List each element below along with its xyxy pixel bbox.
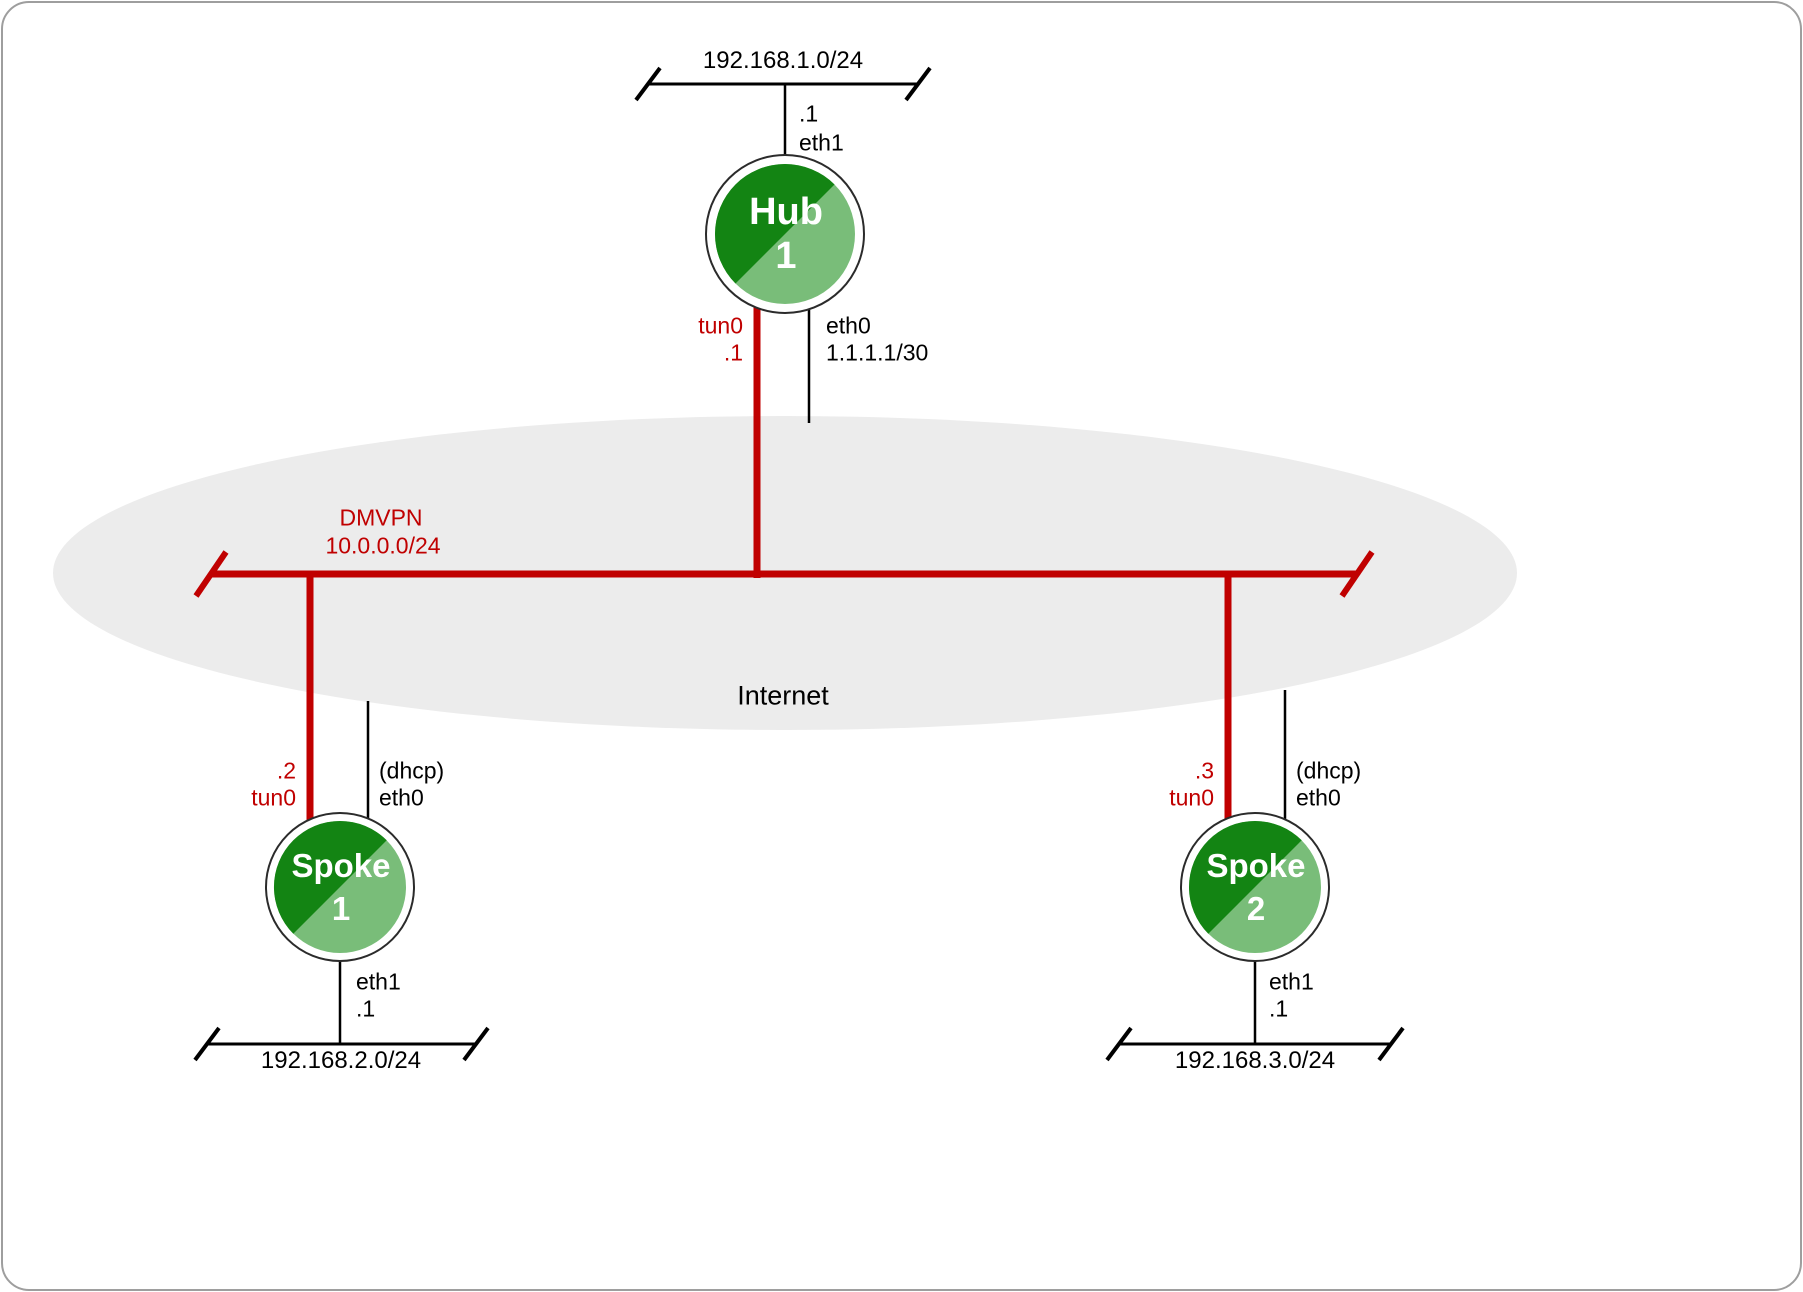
hub1-wan-if-label: eth0 xyxy=(826,312,871,339)
spoke1-name: Spoke xyxy=(291,847,391,884)
spoke1-lan-if-label: eth1 xyxy=(356,968,401,995)
spoke1-wan-ip-label: (dhcp) xyxy=(379,757,445,784)
spoke1-router-icon xyxy=(265,812,415,962)
dmvpn-subnet-label: 10.0.0.0/24 xyxy=(325,532,441,559)
hub1-body-dark xyxy=(714,163,835,284)
hub1-tun-if-label: tun0 xyxy=(698,312,743,339)
lan2-terminator-left-icon xyxy=(193,1026,221,1062)
lan1-terminator-left-icon xyxy=(634,66,662,102)
lan3-subnet-label: 192.168.3.0/24 xyxy=(1174,1047,1336,1074)
spoke2-wan-ip-label: (dhcp) xyxy=(1296,757,1362,784)
internet-label: Internet xyxy=(737,680,829,711)
hub1-number: 1 xyxy=(775,235,797,277)
hub1-lan-ip-label: .1 xyxy=(799,100,819,127)
spoke2-node-label: Spoke 2 xyxy=(1206,844,1305,930)
hub1-lan-if-label: eth1 xyxy=(799,129,844,156)
spoke1-body-dark xyxy=(273,820,387,934)
hub1-wan-ip-label: 1.1.1.1/30 xyxy=(826,339,929,366)
spoke2-name: Spoke xyxy=(1206,847,1306,884)
spoke2-lan-if-label: eth1 xyxy=(1269,968,1314,995)
spoke2-body-dark xyxy=(1189,821,1302,934)
spoke2-router-icon xyxy=(1180,812,1330,962)
dmvpn-terminator-left-icon xyxy=(193,550,229,598)
spoke1-node-label: Spoke 1 xyxy=(291,844,390,930)
hub1-node-label: Hub 1 xyxy=(749,190,823,278)
lan2-subnet-label: 192.168.2.0/24 xyxy=(260,1047,422,1074)
lan3-terminator-left-icon xyxy=(1105,1026,1133,1062)
dmvpn-terminator-right-icon xyxy=(1339,550,1375,598)
spoke1-tun-ip-label: .2 xyxy=(276,757,296,784)
spoke1-tun-if-label: tun0 xyxy=(251,784,296,811)
spoke1-wan-if-label: eth0 xyxy=(379,784,424,811)
spoke2-tun-if-label: tun0 xyxy=(1169,784,1214,811)
hub1-router-icon xyxy=(705,154,865,314)
lan2-terminator-right-icon xyxy=(462,1026,490,1062)
spoke2-tun-ip-label: .3 xyxy=(1194,757,1214,784)
dmvpn-name-label: DMVPN xyxy=(339,504,423,531)
spoke1-lan-ip-label: .1 xyxy=(356,995,376,1022)
lan1-terminator-right-icon xyxy=(904,66,932,102)
spoke2-lan-ip-label: .1 xyxy=(1269,995,1289,1022)
spoke2-number: 2 xyxy=(1246,890,1266,927)
lan3-terminator-right-icon xyxy=(1377,1026,1405,1062)
spoke2-wan-if-label: eth0 xyxy=(1296,784,1341,811)
hub1-tun-ip-label: .1 xyxy=(723,339,743,366)
spoke1-number: 1 xyxy=(331,890,351,927)
hub1-name: Hub xyxy=(749,191,823,233)
lan1-subnet-label: 192.168.1.0/24 xyxy=(702,47,864,74)
